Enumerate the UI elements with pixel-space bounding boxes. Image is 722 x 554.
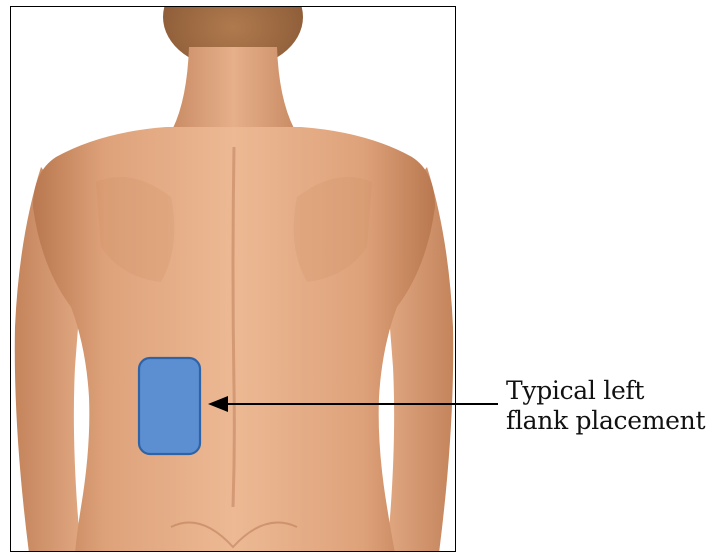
callout-label: Typical left flank placement	[506, 376, 705, 436]
electrode-patch-icon	[139, 358, 200, 454]
neck	[171, 47, 296, 132]
callout-line-2: flank placement	[506, 406, 705, 436]
back-illustration	[11, 7, 456, 552]
illustration-frame	[10, 6, 456, 552]
callout-line-1: Typical left	[506, 376, 705, 406]
spine-line	[233, 147, 234, 507]
